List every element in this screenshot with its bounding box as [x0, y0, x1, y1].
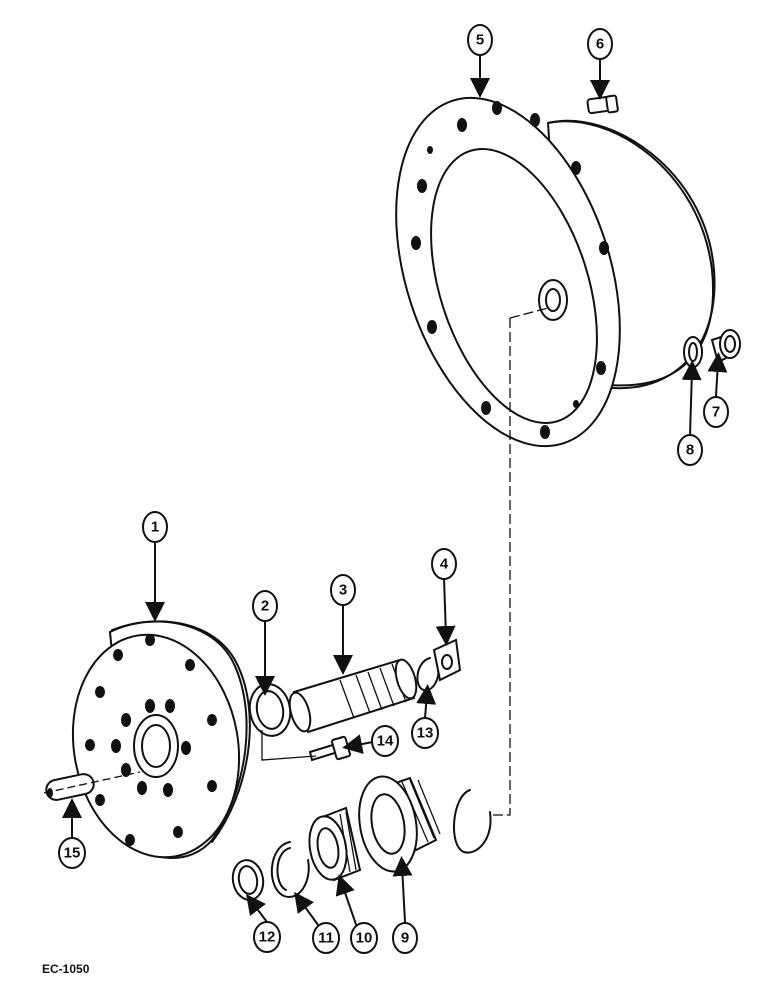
- assembly-lines: [43, 307, 549, 816]
- callout-9: 9: [392, 922, 418, 954]
- callout-10-label: 10: [356, 930, 373, 947]
- snap-ring-part-13: [416, 657, 440, 692]
- bolt-part-14: [308, 735, 352, 762]
- carrier-part-1: [71, 620, 251, 859]
- callout-15: 15: [58, 837, 86, 869]
- bolt-part-6: [586, 94, 619, 115]
- callout-14-label: 14: [377, 733, 394, 750]
- callout-3: 3: [330, 574, 356, 606]
- callout-4-label: 4: [440, 556, 449, 573]
- callout-12-label: 12: [259, 929, 276, 946]
- callout-9-label: 9: [401, 930, 409, 947]
- callout-14: 14: [371, 725, 399, 757]
- callout-7: 7: [703, 396, 729, 428]
- snap-ring-part-12: [231, 859, 265, 901]
- callout-8-label: 8: [686, 442, 694, 459]
- callout-5: 5: [467, 24, 493, 56]
- gear-part-9: [358, 775, 441, 873]
- callout-2: 2: [252, 590, 278, 622]
- callout-10: 10: [350, 922, 378, 954]
- callout-13-label: 13: [417, 725, 434, 742]
- callout-11-label: 11: [318, 930, 334, 947]
- callout-3-label: 3: [339, 582, 347, 599]
- lock-plate-part-4: [432, 638, 462, 682]
- housing-part-5: [395, 96, 716, 448]
- retaining-ring-part-11: [271, 841, 310, 898]
- callout-2-label: 2: [261, 598, 269, 615]
- callout-6-label: 6: [596, 36, 604, 53]
- callout-15-label: 15: [64, 845, 81, 862]
- callout-13: 13: [411, 717, 439, 749]
- bearing-part-10: [308, 806, 362, 882]
- callout-4: 4: [431, 548, 457, 580]
- figure-code: EC-1050: [42, 962, 90, 976]
- callout-11: 11: [312, 922, 340, 954]
- callout-6: 6: [587, 28, 613, 60]
- callout-5-label: 5: [476, 32, 484, 49]
- callout-12: 12: [253, 921, 281, 953]
- callout-1: 1: [142, 511, 168, 543]
- plug-part-7: [710, 329, 741, 364]
- callout-7-label: 7: [712, 404, 720, 421]
- thrust-washer-part-2: [248, 683, 292, 737]
- washer-part-8: [683, 336, 703, 368]
- callout-1-label: 1: [151, 519, 159, 536]
- snap-ring-unlabeled: [453, 789, 492, 854]
- shaft-part-3: [288, 658, 418, 734]
- callout-8: 8: [677, 434, 703, 466]
